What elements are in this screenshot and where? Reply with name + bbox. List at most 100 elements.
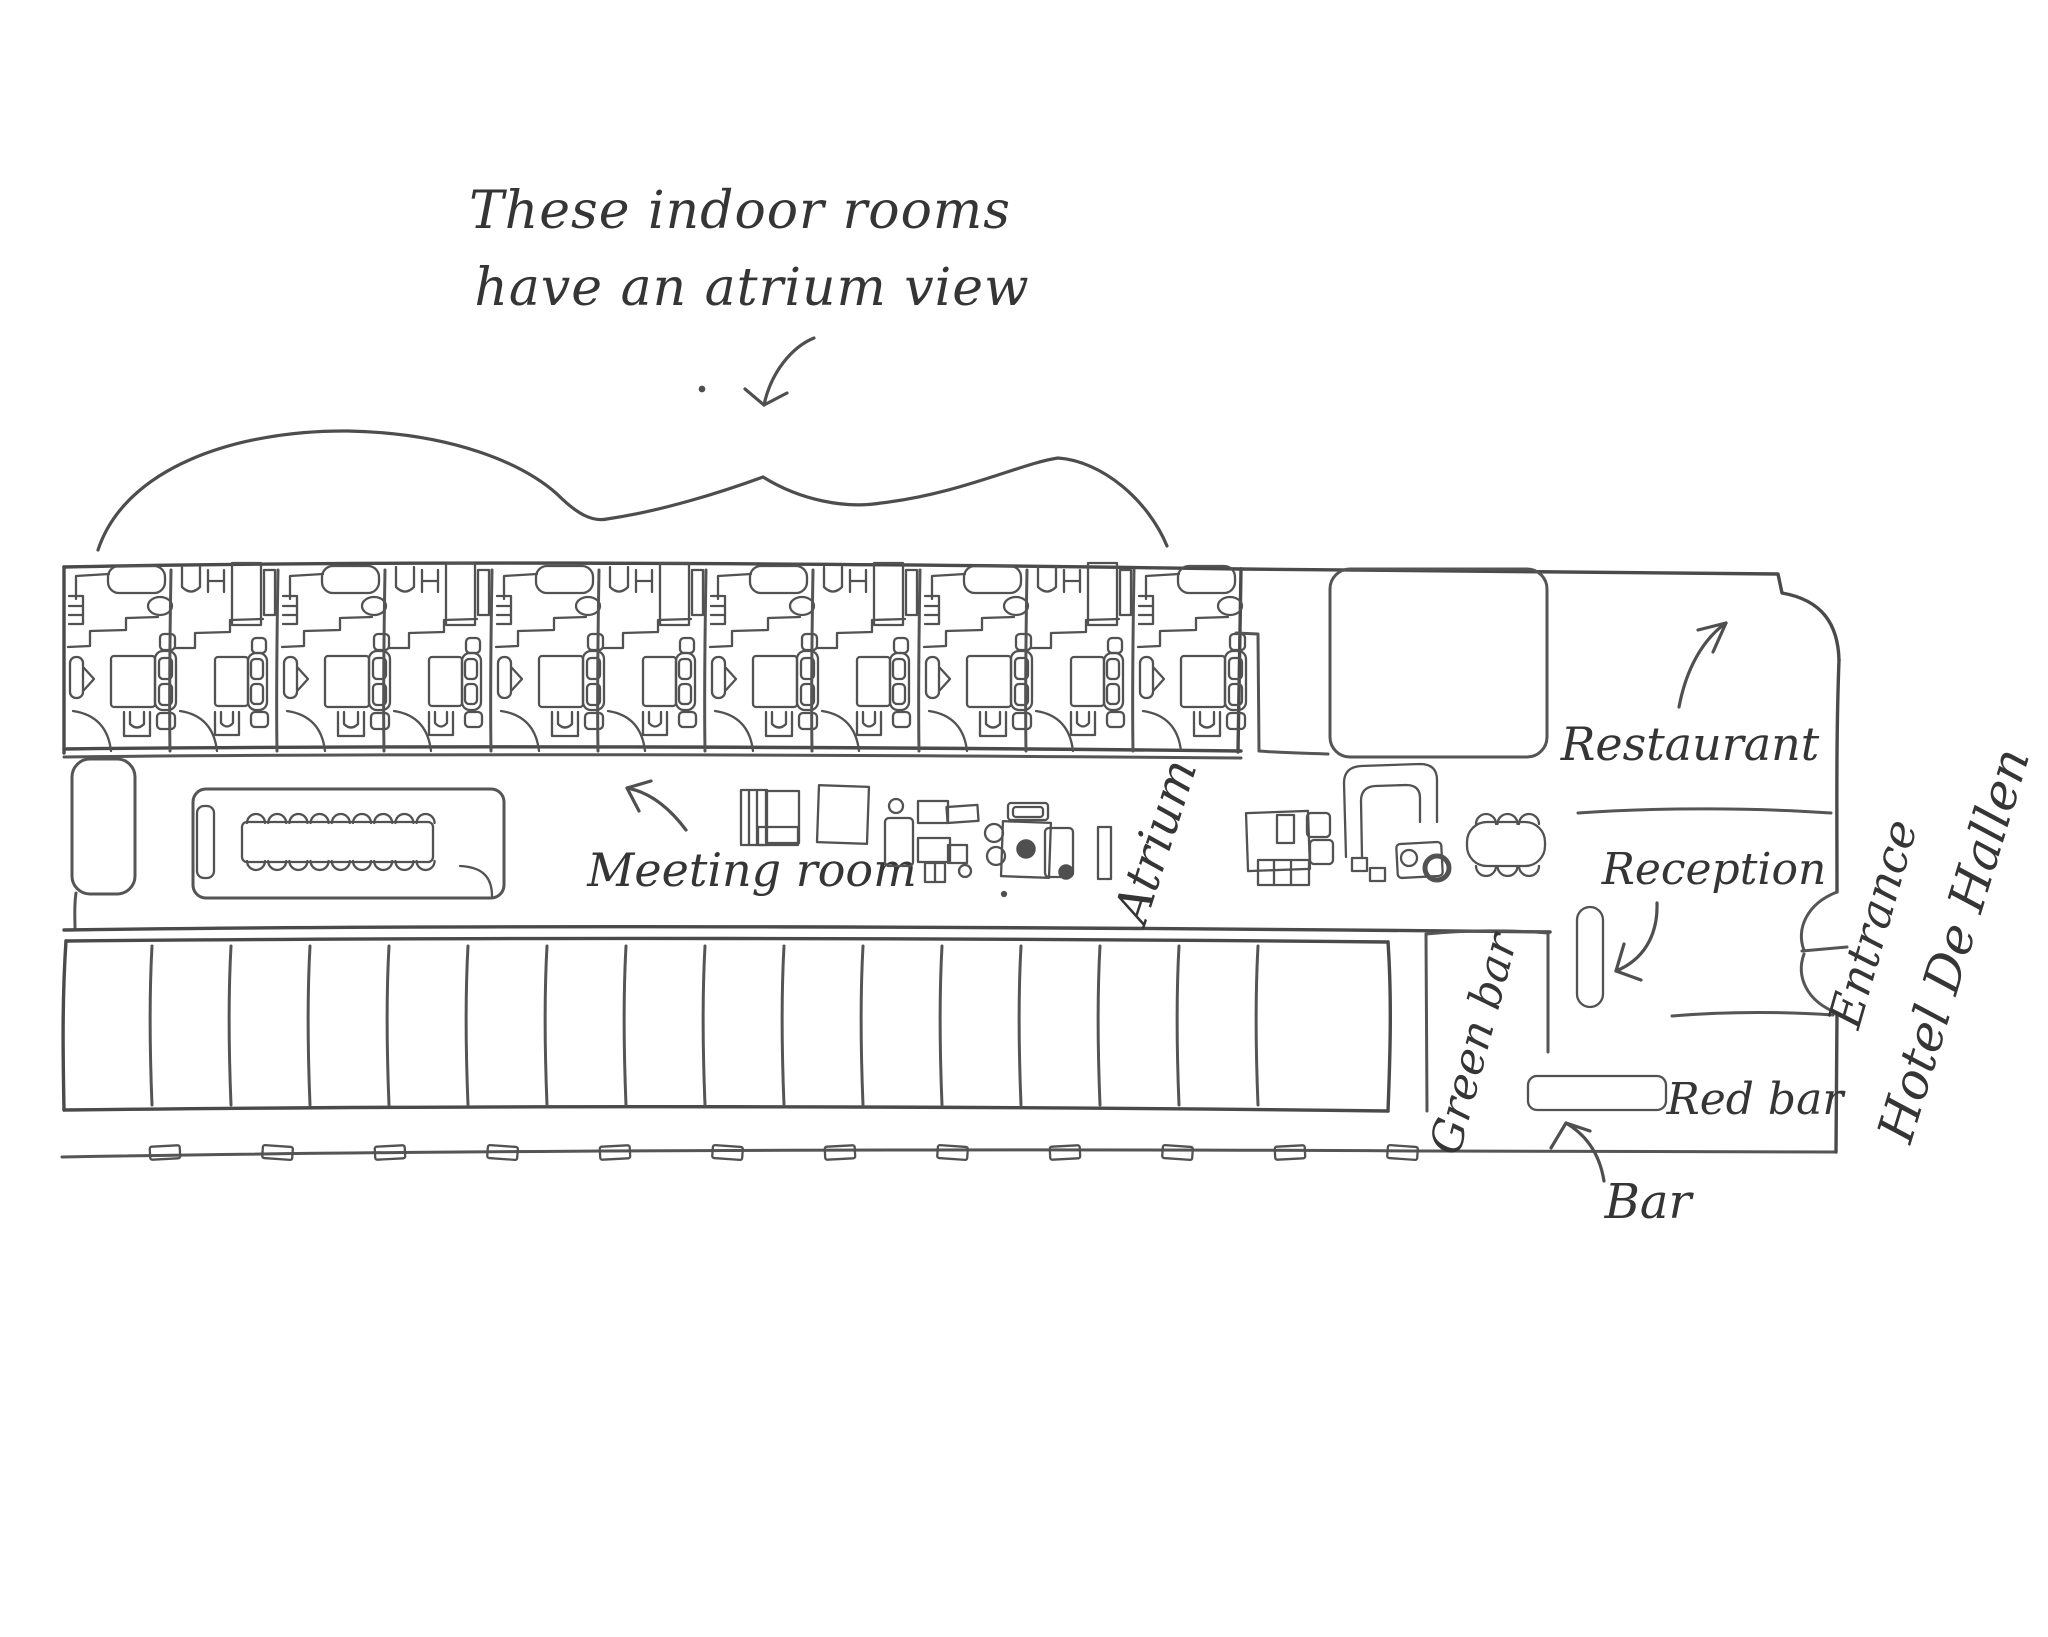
stray-dot-2 [1000,890,1008,898]
stall-divider [859,944,865,1107]
right-wall-upper [1835,658,1841,894]
stall-divider [1175,944,1181,1107]
stall-divider [543,944,549,1107]
room-divider-wall [275,568,280,753]
red-bar-counter [1526,1074,1668,1112]
corner-sofa-group [1342,762,1452,883]
meeting-chair [330,859,351,872]
guest-room [387,561,491,753]
guest-room [66,564,178,753]
rooms-bottom-wall [62,745,1243,753]
dining-table-group [1465,812,1547,878]
reception-label: Reception [1601,844,1827,895]
lower-band [61,936,1393,1113]
green-bar-room [1424,929,1550,1113]
reception-arrow [1614,901,1659,973]
atrium-furniture [739,762,1547,887]
reception-callout: Reception [1601,844,1827,982]
meeting-chair [267,812,288,825]
annotation-line1: These indoor rooms [469,181,1011,241]
band-top-wall [64,936,1390,944]
window-strip [60,1143,1838,1162]
atrium-left-wall [73,891,78,931]
meeting-chair [267,859,288,872]
atrium-rooms-brace [96,429,1169,552]
meeting-room-walls [191,787,506,900]
reception-arrow-head [1614,942,1643,982]
atrium-bottom-wall [62,924,1552,934]
green-bar-label: Green bar [1420,926,1529,1160]
room-divider-wall [1131,568,1136,753]
guest-rooms-row [62,561,1248,760]
guest-room [922,564,1034,753]
entrance-label-group: Entrance Hotel De Hallen [1817,741,2041,1149]
sofa-group [983,801,1075,880]
dining-chair [1496,864,1519,878]
guest-room [173,561,277,753]
window-segment [1161,1143,1194,1162]
restaurant-divider-wall [1576,807,1833,815]
window-segment [1386,1143,1419,1162]
room-divider-wall [489,568,494,753]
annotation-line2: have an atrium view [474,258,1029,318]
stair-block-left [70,757,137,896]
rooms-right-wall [1236,567,1243,754]
window-segment [823,1144,857,1161]
pillar [1096,825,1113,881]
meeting-room-arrow-head [625,779,653,813]
window-segment [261,1143,294,1162]
window-segment [936,1143,969,1162]
dining-chair [1517,812,1541,826]
room-divider-wall [596,568,601,753]
window-segment [486,1143,519,1162]
red-bar-label: Red bar [1666,1074,1847,1125]
meeting-chair [373,812,394,825]
room-divider-wall [168,568,173,753]
band-left-wall [61,939,68,1112]
stall-divider [780,944,786,1107]
magazine-rack [739,788,801,847]
entrance-door [1799,890,1849,1015]
meeting-chair [394,812,415,825]
meeting-chair [245,812,267,825]
restaurant-label: Restaurant [1560,717,1820,771]
meeting-chair [415,812,436,825]
guest-room [708,564,820,753]
atrium-top-edge [62,753,1243,760]
corridor-step-wall [1234,631,1330,756]
right-wall-lower [1834,1011,1839,1154]
meeting-chair [309,859,330,872]
meeting-chair [373,859,394,872]
presentation-screen [195,804,216,880]
guest-room [494,564,606,753]
meeting-chair [309,812,330,825]
stall-divider [306,944,312,1107]
stall-divider [1017,944,1023,1107]
reception-divider-wall [1670,1011,1835,1018]
headline-arrow [762,336,816,407]
meeting-table [240,820,435,864]
headline-arrow-head [743,387,789,407]
band-bottom-wall [62,1105,1390,1113]
room-divider-wall [917,568,922,753]
window-segment [373,1144,407,1161]
room-divider-wall [382,568,387,753]
window-segment [1048,1144,1082,1161]
meeting-chair [351,812,373,825]
guest-room [1136,564,1248,753]
desk-group [883,797,980,884]
window-segment [598,1144,632,1161]
lobby-top-wall [1239,567,1841,662]
stall-divider [701,944,707,1107]
stall-divider [385,944,391,1107]
restaurant-arrow [1677,621,1728,709]
stairs-block [1328,567,1549,759]
window-wall-line [60,1148,1838,1159]
meeting-room [191,787,506,900]
room-divider-wall [810,568,815,753]
meeting-chair [330,812,351,825]
bar-arrow-head [1549,1121,1592,1150]
dining-chair [1517,864,1541,878]
